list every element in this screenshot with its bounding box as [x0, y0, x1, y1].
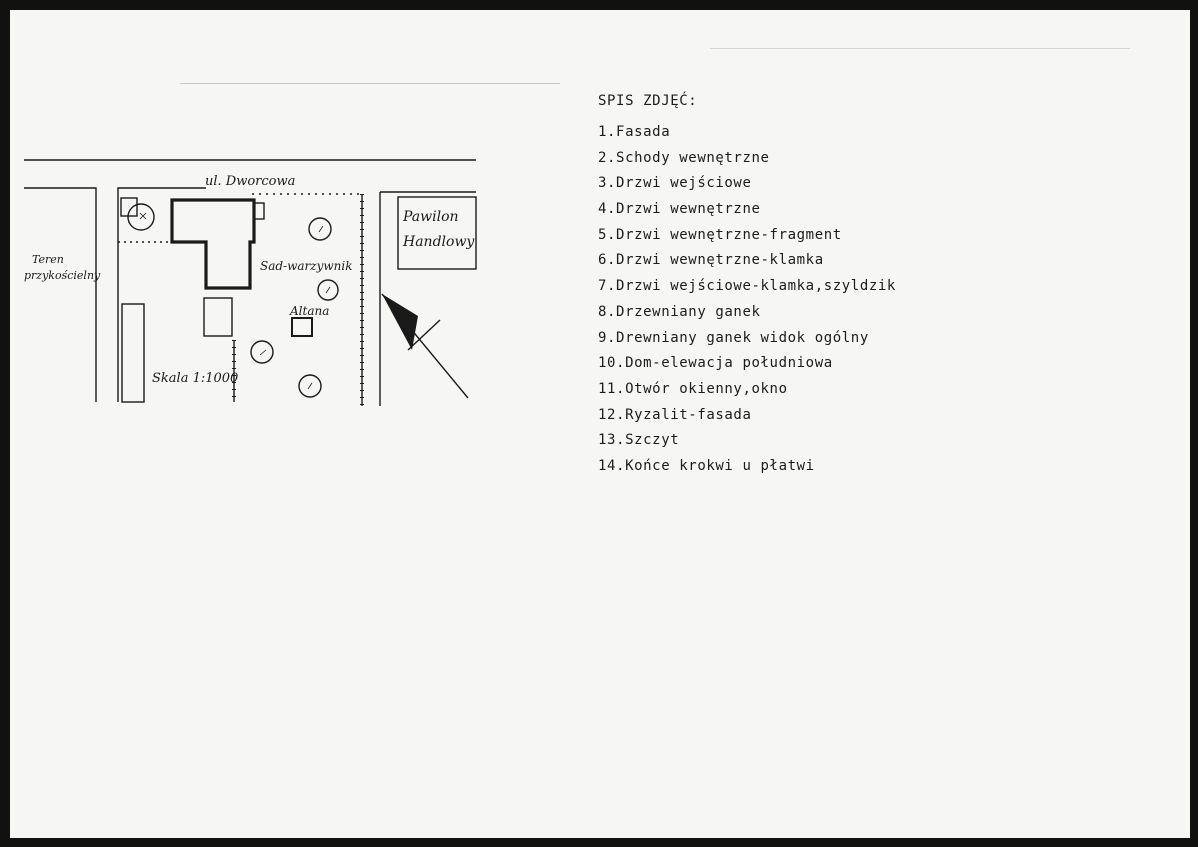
street-label: ul. Dworcowa: [205, 174, 295, 189]
house-building: [170, 198, 256, 290]
north-arrow-icon: [382, 294, 418, 350]
tree-icon: [127, 203, 155, 231]
list-item: 13.Szczyt: [598, 432, 680, 449]
pavilion-label-line1: Pawilon: [402, 209, 459, 225]
north-arrow-crossbar: [407, 319, 441, 351]
shed-building: [120, 197, 138, 217]
tree-icon: [317, 279, 339, 301]
list-item: 7.Drzwi wejściowe-klamka,szyldzik: [598, 278, 896, 295]
pavilion-building: [397, 196, 477, 270]
outbuilding-middle: [203, 297, 233, 337]
main-plot-boundary-left: [117, 187, 206, 402]
photo-list: SPIS ZDJĘĆ: 1.Fasada 2.Schody wewnętrzne…: [598, 88, 896, 480]
left-area-label-line1: Teren: [32, 253, 64, 266]
list-item: 10.Dom-elewacja południowa: [598, 355, 833, 372]
left-area-label-line2: przykościelny: [24, 269, 101, 282]
garden-label: Sad-warzywnik: [260, 259, 352, 273]
list-item: 5.Drzwi wewnętrzne-fragment: [598, 226, 842, 243]
outbuilding-label: Altana: [289, 304, 329, 318]
tree-icon: [308, 217, 332, 241]
altana-building: [291, 317, 313, 337]
list-item: 2.Schody wewnętrzne: [598, 149, 770, 166]
pavilion-label-line2: Handlowy: [402, 234, 475, 250]
scale-label: Skala 1:1000: [152, 371, 238, 386]
scan-noise: [180, 83, 560, 84]
porch: [253, 202, 265, 220]
list-item: 1.Fasada: [598, 124, 671, 140]
left-plot-boundary: [24, 187, 97, 402]
list-item: 11.Otwór okienny,okno: [598, 380, 788, 397]
list-item: 4.Drzwi wewnętrzne: [598, 201, 761, 218]
photo-list-items: 1.Fasada 2.Schody wewnętrzne 3.Drzwi wej…: [598, 120, 896, 480]
scan-noise: [710, 48, 1130, 49]
tree-icon: [298, 374, 322, 398]
list-item: 8.Drzewniany ganek: [598, 303, 761, 320]
list-item: 9.Drewniany ganek widok ogólny: [598, 329, 869, 346]
outbuilding-left: [121, 303, 145, 403]
tree-icon: [250, 340, 274, 364]
photo-list-title: SPIS ZDJĘĆ:: [598, 93, 698, 109]
list-item: 12.Ryzalit-fasada: [598, 406, 752, 423]
list-item: 14.Końce krokwi u płatwi: [598, 457, 815, 474]
site-plan: ul. Dworcowa Teren przykościelny Pawilon…: [24, 159, 477, 406]
list-item: 6.Drzwi wewnętrzne-klamka: [598, 252, 824, 269]
list-item: 3.Drzwi wejściowe: [598, 175, 752, 192]
document-sheet: ul. Dworcowa Teren przykościelny Pawilon…: [10, 10, 1190, 838]
